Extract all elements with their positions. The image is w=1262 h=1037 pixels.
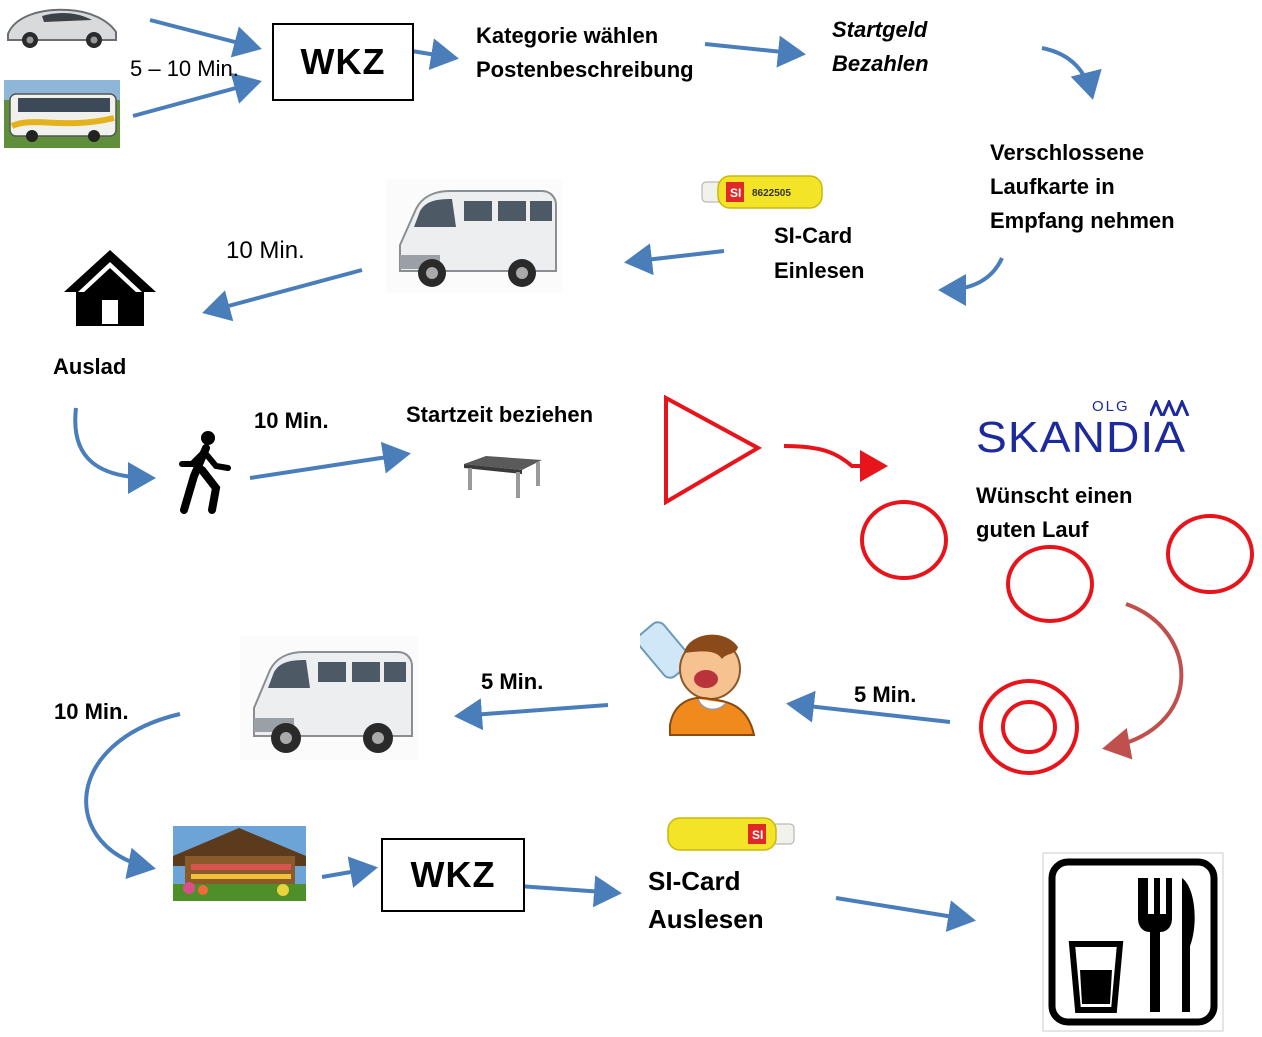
minibus-image-top <box>386 179 562 293</box>
fee-label-line2: Bezahlen <box>832 51 929 76</box>
control-circle-3 <box>1166 514 1254 594</box>
si-in-label-line2: Einlesen <box>774 258 865 283</box>
si-card-image-bottom: SI <box>664 814 796 854</box>
time-label-drink: 5 Min. <box>481 669 544 694</box>
house-icon <box>60 246 160 328</box>
card-label-line2: Laufkarte in <box>990 174 1115 199</box>
time-label-bus: 10 Min. <box>226 237 305 264</box>
si-card-number-text: 8622505 <box>752 188 791 199</box>
si-out-label-line1: SI-Card <box>648 866 741 896</box>
si-in-label-line1: SI-Card <box>774 223 853 248</box>
table-image <box>462 450 544 498</box>
logo-peaks-icon <box>1150 400 1190 416</box>
svg-text:SI: SI <box>752 828 763 842</box>
minibus-image-bottom <box>240 636 418 760</box>
card-label-line3: Empfang nehmen <box>990 208 1175 233</box>
start-time-label: Startzeit beziehen <box>406 402 594 427</box>
si-card-image-top: SI 8622505 <box>700 172 826 212</box>
skandia-logo: OLG SKANDIA <box>976 398 1196 464</box>
time-label-return: 10 Min. <box>54 699 129 724</box>
svg-text:SI: SI <box>730 186 741 200</box>
card-label-line1: Verschlossene <box>990 140 1145 165</box>
time-label-finish: 5 Min. <box>854 682 917 707</box>
description-label: Postenbeschreibung <box>476 57 694 82</box>
wish-label-line1: Wünscht einen <box>976 483 1133 508</box>
start-triangle-symbol <box>662 394 764 506</box>
fee-label-line1: Startgeld <box>832 17 928 42</box>
control-circles <box>860 500 1254 775</box>
time-label-walk: 10 Min. <box>254 408 329 433</box>
car-image <box>4 2 120 48</box>
logo-skandia-text: SKANDIA <box>976 413 1187 462</box>
restaurant-sign-icon <box>1042 852 1224 1032</box>
coach-bus-image <box>4 80 120 148</box>
wish-label-line2: guten Lauf <box>976 517 1089 542</box>
control-circle-2 <box>1006 545 1094 623</box>
wkz-box-bottom: WKZ <box>381 838 525 912</box>
logo-olg-text: OLG <box>1092 398 1130 415</box>
farmhouse-image <box>173 826 306 901</box>
si-out-label-line2: Auslesen <box>648 904 764 934</box>
time-label-start: 5 – 10 Min. <box>130 56 239 81</box>
control-circle-1 <box>860 500 948 580</box>
finish-double-circle-symbol <box>979 679 1079 775</box>
drinking-person-image <box>640 615 764 739</box>
wkz-box-top: WKZ <box>272 23 414 101</box>
category-label: Kategorie wählen <box>476 23 659 48</box>
unload-label: Auslad <box>53 354 127 379</box>
walking-person-icon <box>172 430 234 514</box>
